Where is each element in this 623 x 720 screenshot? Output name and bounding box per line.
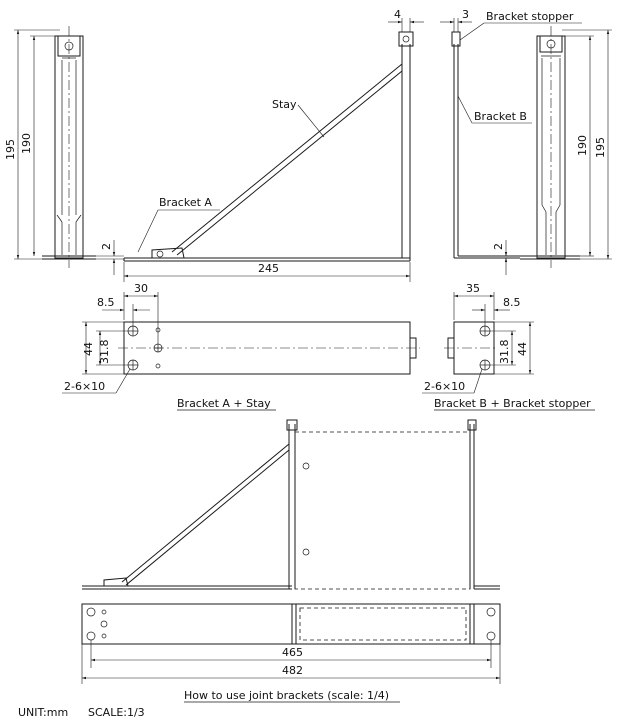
bracket-b-plan	[444, 321, 498, 375]
dim-8-5-left: 8.5	[97, 296, 150, 326]
dim-8-5-right: 8.5	[472, 296, 521, 326]
leader-holes-right: 2-6×10	[422, 368, 483, 394]
dim-195-right-text: 195	[594, 137, 607, 158]
dim-4-text: 4	[394, 8, 401, 21]
left-side-view	[42, 26, 96, 268]
dim-44-right-text: 44	[516, 342, 529, 356]
caption-left: Bracket A + Stay	[177, 397, 276, 411]
dim-44-right: 44	[494, 321, 534, 375]
stay-label: Stay	[272, 98, 297, 111]
bracket-stopper-label: Bracket stopper	[486, 10, 574, 23]
bracket-a-plan	[118, 321, 420, 375]
dim-31-8-right: 31.8	[490, 330, 516, 366]
dim-195-left-text: 195	[4, 139, 17, 160]
dim-3-text: 3	[462, 8, 469, 21]
assembly-plan-view	[81, 603, 501, 645]
caption-right-text: Bracket B + Bracket stopper	[434, 397, 591, 410]
holes-left-label: 2-6×10	[64, 380, 105, 393]
dim-8-5-left-text: 8.5	[97, 296, 115, 309]
dim-190-right-text: 190	[576, 135, 589, 156]
dim-465: 465	[90, 640, 492, 668]
dim-190-left: 190	[20, 35, 55, 256]
dim-2-right: 2	[492, 240, 508, 275]
dim-245: 245	[123, 262, 411, 282]
caption-left-text: Bracket A + Stay	[177, 397, 271, 410]
holes-right-label: 2-6×10	[424, 380, 465, 393]
dim-35: 35	[453, 282, 495, 320]
leader-bracket-b: Bracket B	[457, 95, 532, 124]
dim-190-left-text: 190	[20, 133, 33, 154]
dim-31-8-left-text: 31.8	[98, 340, 111, 365]
bracket-b-label: Bracket B	[474, 110, 527, 123]
leader-holes-left: 2-6×10	[62, 368, 131, 394]
right-side-view	[520, 26, 580, 268]
dim-482-text: 482	[282, 664, 303, 677]
assembly-side-view	[82, 419, 500, 590]
caption-right: Bracket B + Bracket stopper	[434, 397, 595, 411]
dim-31-8-left: 31.8	[96, 330, 128, 366]
dim-44-left-text: 44	[82, 342, 95, 356]
unit-label: UNIT:mm	[18, 706, 68, 719]
dim-30-text: 30	[134, 282, 148, 295]
bracket-b-side	[451, 31, 520, 259]
dim-2-left-text: 2	[100, 243, 113, 250]
dim-2-right-text: 2	[492, 243, 505, 250]
caption-bottom-text: How to use joint brackets (scale: 1/4)	[184, 689, 389, 702]
dim-44-left: 44	[82, 321, 124, 375]
leader-stay: Stay	[272, 98, 325, 138]
dim-4: 4	[388, 8, 424, 32]
dim-8-5-right-text: 8.5	[503, 296, 521, 309]
scale-label: SCALE:1/3	[88, 706, 145, 719]
main-side-view	[123, 31, 414, 262]
leader-bracket-stopper: Bracket stopper	[459, 10, 582, 41]
dim-3: 3	[440, 8, 472, 32]
leader-bracket-a: Bracket A	[137, 196, 220, 253]
dim-35-text: 35	[466, 282, 480, 295]
dim-465-text: 465	[282, 646, 303, 659]
bracket-a-label: Bracket A	[159, 196, 212, 209]
dim-2-left: 2	[96, 240, 124, 275]
dim-195-left: 195	[4, 29, 60, 260]
dim-195-right: 195	[562, 29, 612, 260]
dim-482: 482	[81, 644, 501, 684]
dim-190-right: 190	[565, 35, 594, 257]
dim-31-8-right-text: 31.8	[498, 340, 511, 365]
caption-bottom: How to use joint brackets (scale: 1/4)	[184, 689, 400, 703]
dim-30: 30	[123, 282, 159, 344]
dim-245-text: 245	[258, 262, 279, 275]
